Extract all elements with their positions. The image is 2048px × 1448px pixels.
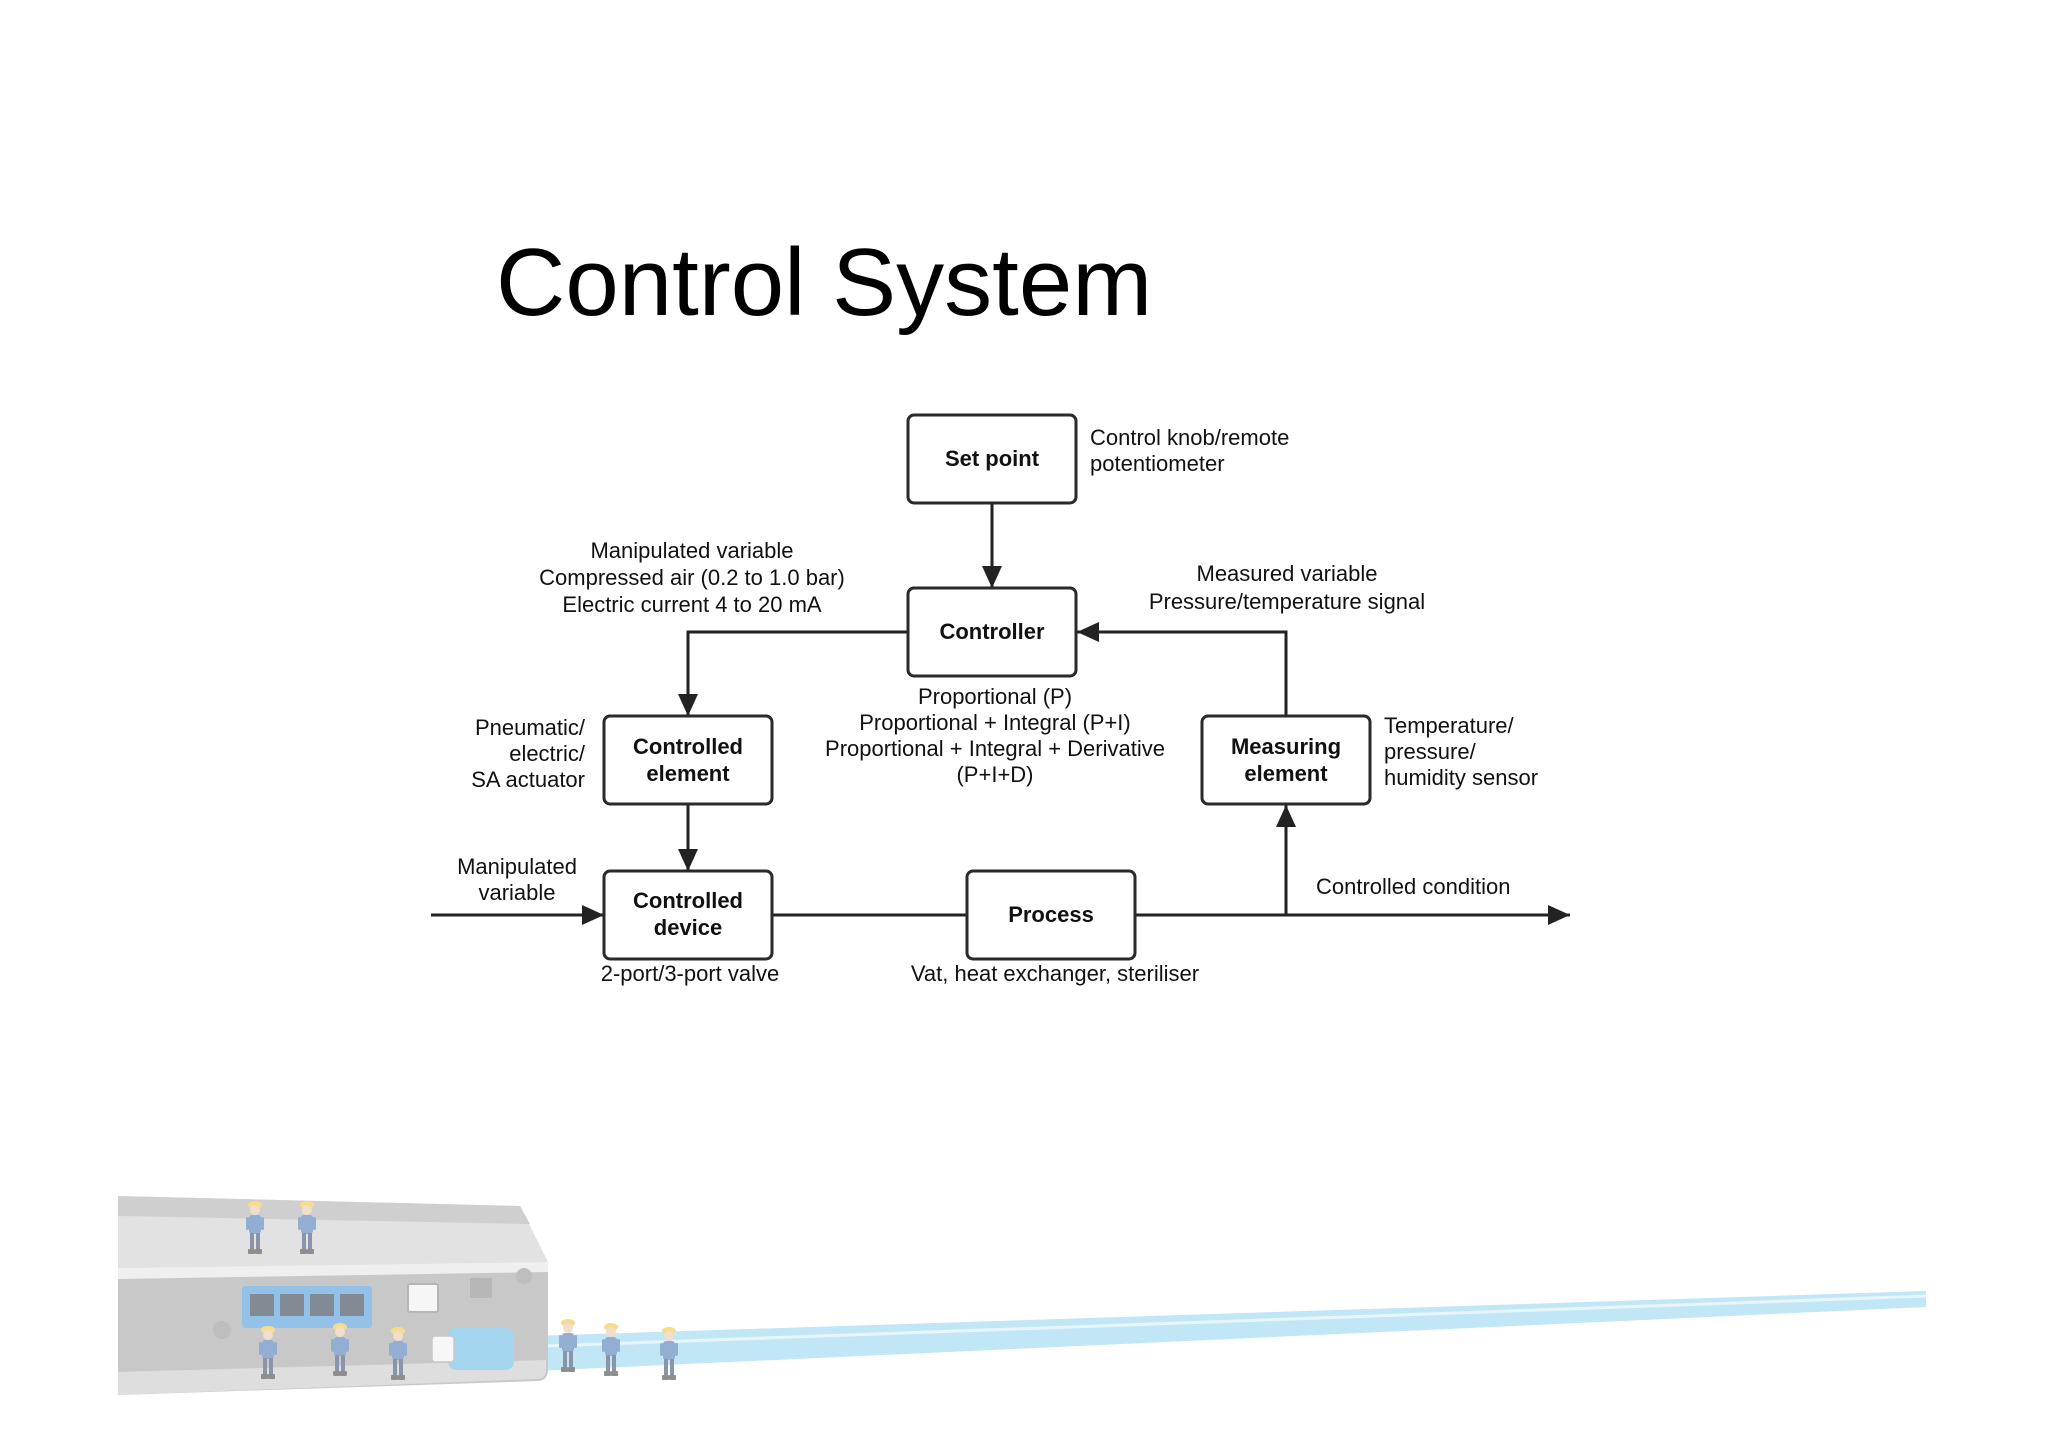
network-cable [470, 1291, 1927, 1374]
slide-title: Control System [496, 229, 1153, 336]
controller-to-controlled-element-arrow [678, 630, 908, 716]
diagram-connectors [431, 503, 1570, 925]
controlled-device-note: 2-port/3-port valve [601, 961, 780, 986]
set-point-note-line-2: potentiometer [1090, 451, 1225, 476]
controlled-device-label-line-2: device [654, 915, 723, 940]
controller-mode-p: Proportional (P) [918, 684, 1072, 709]
set-point-box [906, 413, 1078, 505]
process-label: Process [1008, 902, 1094, 927]
controller-mode-pid-abbrev: (P+I+D) [956, 762, 1033, 787]
power-port [470, 1278, 492, 1298]
controlled-element-note-line-1: Pneumatic/ [475, 715, 586, 740]
process-box [965, 869, 1137, 961]
measuring-element-box [1200, 714, 1372, 806]
measured-variable-signal-line-2: Pressure/temperature signal [1149, 589, 1425, 614]
controlled-device-box [602, 869, 774, 961]
controller-box [906, 586, 1078, 678]
measuring-element-label-line-1: Measuring [1231, 734, 1341, 759]
cable-connector [431, 1328, 514, 1370]
measuring-element-note-line-2: pressure/ [1384, 739, 1477, 764]
controlled-element-label-line-2: element [646, 761, 730, 786]
measured-variable-signal-line-1: Measured variable [1197, 561, 1378, 586]
manipulated-variable-input-line-1: Manipulated [457, 854, 577, 879]
antenna-connector [213, 1321, 231, 1339]
feedback-to-controller-arrow [1077, 622, 1288, 716]
ethernet-port [242, 1286, 372, 1328]
controlled-element-note-line-3: SA actuator [471, 767, 585, 792]
controller-label: Controller [939, 619, 1045, 644]
antenna-connector [516, 1268, 532, 1284]
controlled-element-note-line-2: electric/ [509, 741, 586, 766]
measuring-element-note-line-3: humidity sensor [1384, 765, 1538, 790]
process-note: Vat, heat exchanger, steriliser [911, 961, 1199, 986]
controller-mode-pi: Proportional + Integral (P+I) [859, 710, 1130, 735]
manipulated-variable-signal-line-1: Manipulated variable [590, 538, 793, 563]
control-loop-diagram: Set point Controller Controlled element … [431, 413, 1570, 986]
measuring-element-note-line-1: Temperature/ [1384, 713, 1515, 738]
measuring-element-label-line-2: element [1244, 761, 1328, 786]
uplink-port [407, 1283, 439, 1313]
set-point-label: Set point [945, 446, 1040, 471]
set-point-note-line-1: Control knob/remote [1090, 425, 1289, 450]
controlled-element-box [602, 714, 774, 806]
manipulated-variable-input-line-2: variable [478, 880, 555, 905]
network-illustration [118, 1196, 1927, 1395]
manipulated-variable-signal-line-2: Compressed air (0.2 to 1.0 bar) [539, 565, 845, 590]
worker-figure [602, 1323, 620, 1376]
controlled-condition-label: Controlled condition [1316, 874, 1510, 899]
manipulated-variable-signal-line-3: Electric current 4 to 20 mA [562, 592, 822, 617]
controlled-element-label-line-1: Controlled [633, 734, 743, 759]
controlled-device-label-line-1: Controlled [633, 888, 743, 913]
controller-mode-pid: Proportional + Integral + Derivative [825, 736, 1165, 761]
